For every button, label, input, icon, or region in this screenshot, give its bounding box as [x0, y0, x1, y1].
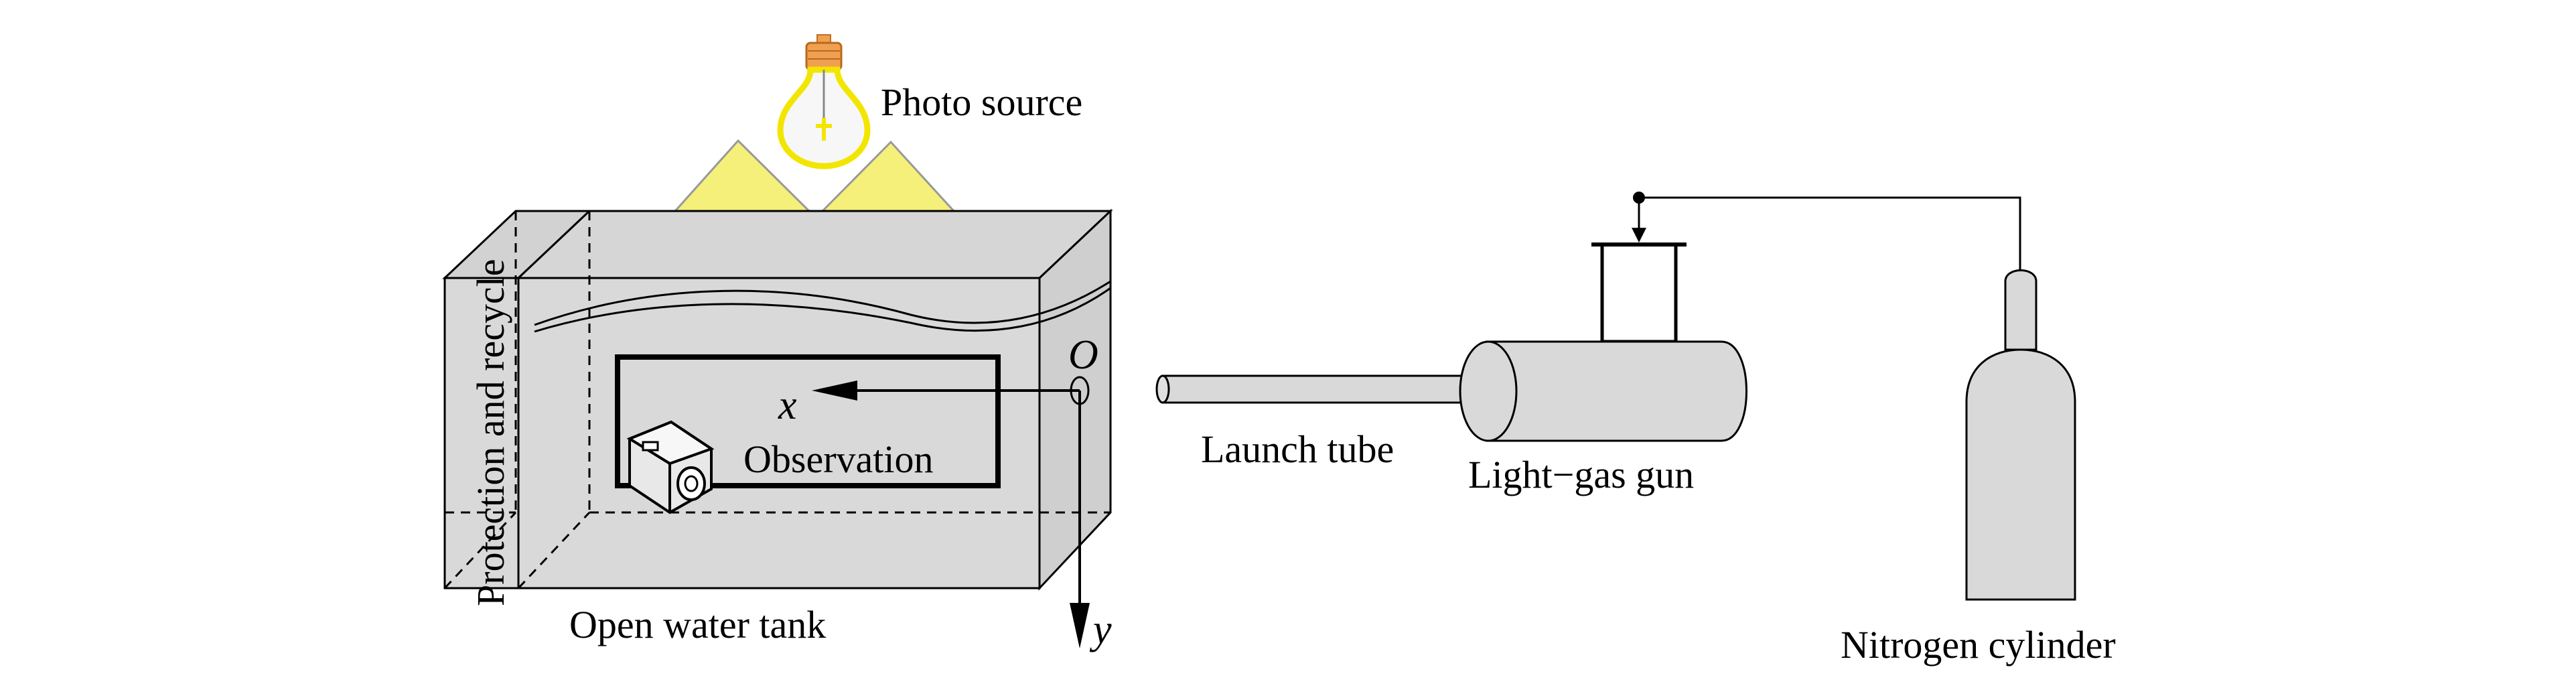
y-axis-label: y [1089, 607, 1112, 652]
origin-label: O [1068, 332, 1098, 378]
camera-icon [626, 420, 715, 514]
y-axis-arrowhead [1070, 603, 1090, 648]
nitrogen-cylinder-label: Nitrogen cylinder [1841, 623, 2116, 667]
launch-tube-label: Launch tube [1201, 427, 1394, 471]
protection-recycle-box [442, 210, 592, 589]
x-axis-arrowhead [812, 380, 857, 401]
light-gas-gun-label: Light−gas gun [1468, 453, 1694, 496]
protection-recycle-label: Protection and recycle [469, 259, 512, 606]
water-surface [534, 280, 1111, 326]
open-water-tank [445, 208, 1113, 591]
light-bulb-icon [777, 34, 871, 169]
open-water-tank-label: Open water tank [569, 603, 826, 646]
coordinate-axes [812, 376, 1090, 648]
launch-tube [1155, 374, 1491, 404]
nitrogen-cylinder [1965, 269, 2076, 601]
x-axis-label: x [778, 382, 797, 428]
light-gas-gun [1459, 242, 1747, 442]
photo-source-label: Photo source [881, 80, 1082, 124]
observation-label: Observation [743, 437, 934, 481]
observation-window [615, 354, 1001, 488]
gas-feed-line [1632, 192, 2021, 270]
